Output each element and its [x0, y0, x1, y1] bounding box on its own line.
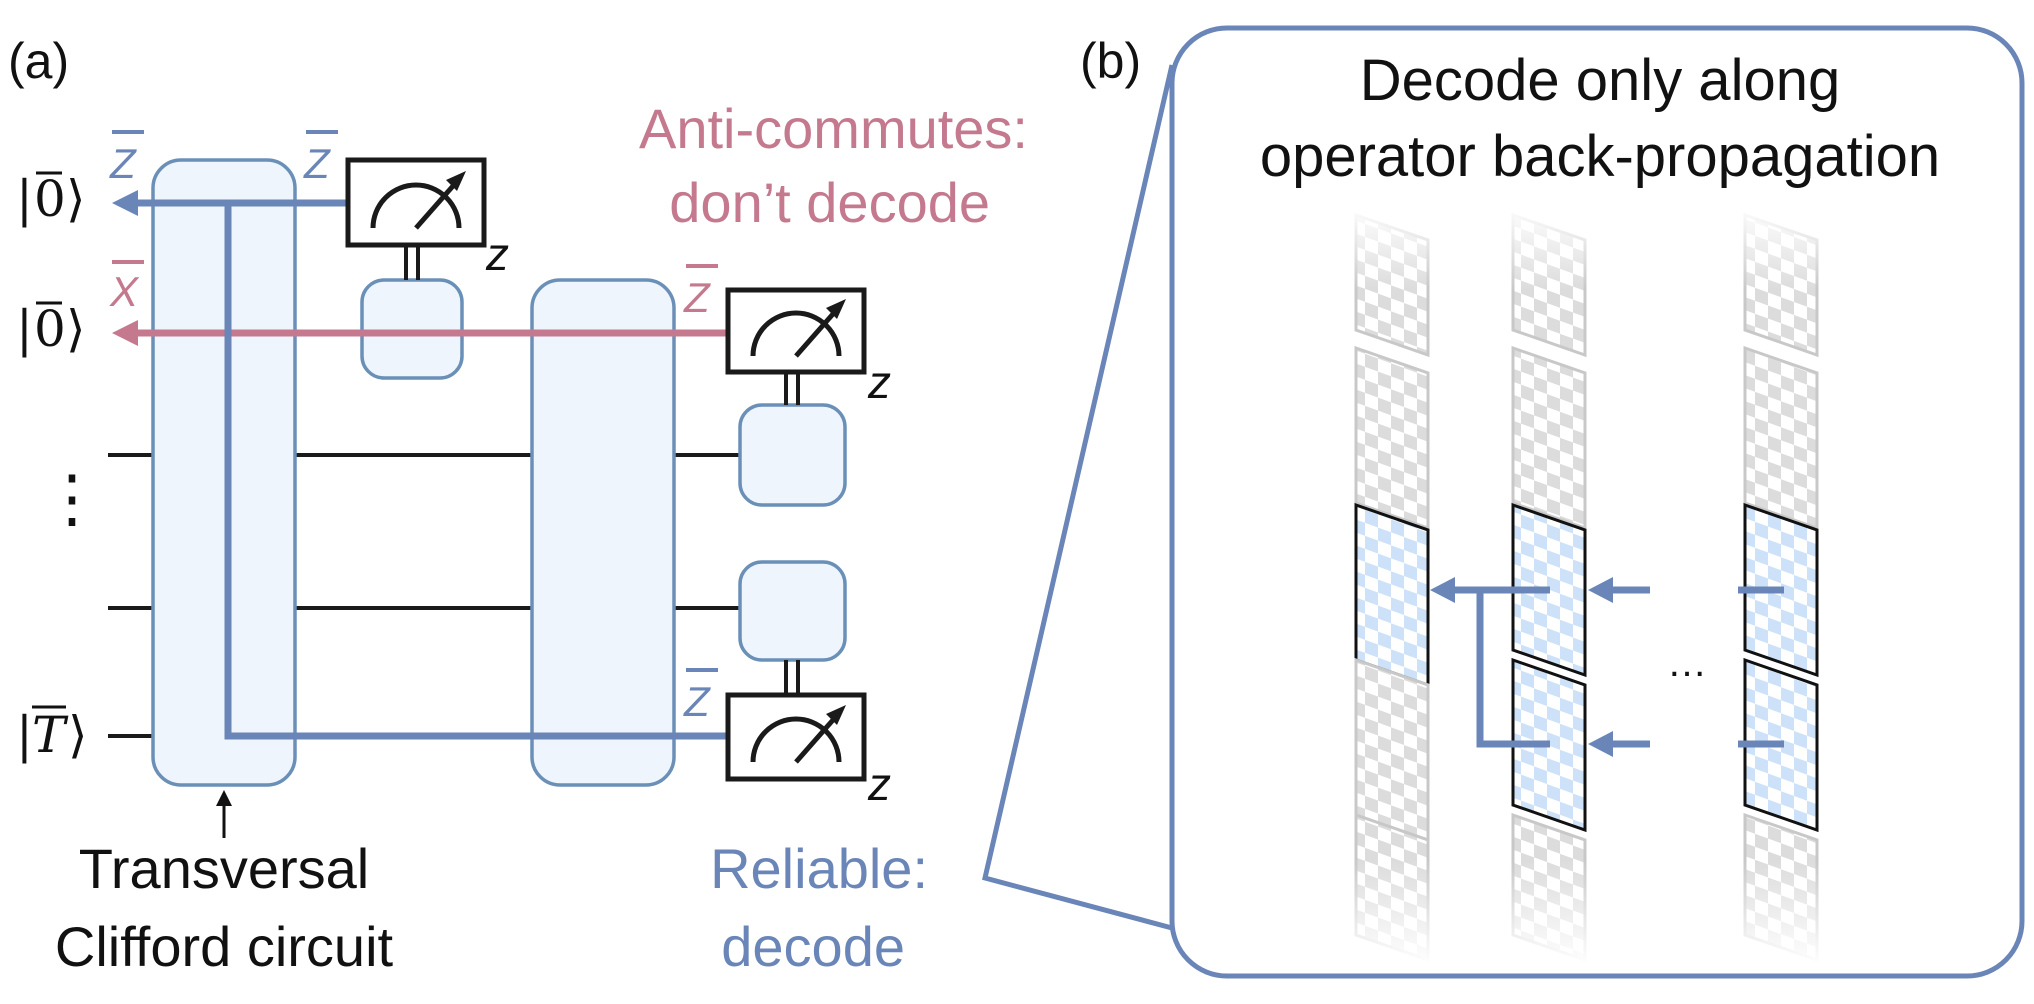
meter-arc-icon [370, 182, 462, 229]
transversal-line-1: Transversal [79, 837, 369, 900]
blue-arrow-head [112, 190, 138, 216]
op-z-bottom-meas-text: Z [683, 678, 711, 725]
feedforward-gate-2 [738, 403, 847, 507]
panel-b: (b) Decode only along operator back-prop… [982, 25, 2025, 979]
meter-arc-icon [750, 716, 842, 763]
op-label-z-bottom-meas: Z [683, 668, 718, 725]
measurement-box-3 [725, 692, 867, 782]
zoom-callout-lines [982, 64, 1175, 931]
transversal-line-2: Clifford circuit [55, 915, 394, 978]
anti-commutes-line-2: don’t decode [669, 171, 990, 234]
meas-basis-3: z [867, 758, 891, 810]
inactive-slice [1511, 345, 1587, 531]
op-label-z-left: Z [109, 130, 144, 187]
ket-0-top: | 0 ⟩ [16, 170, 86, 228]
feedforward-gate-3 [738, 560, 847, 662]
reliable-line-1: Reliable: [710, 837, 928, 900]
ket-0-second-left: | [16, 300, 33, 358]
ket-0-second: | 0 ⟩ [16, 300, 86, 358]
meter-needle-tip-icon [826, 705, 846, 725]
transversal-gate-right [530, 278, 676, 787]
branch-path [1476, 586, 1550, 748]
ket-0-second-sym: 0 [34, 300, 66, 358]
ket-t-sym: T [32, 706, 69, 764]
panel-b-label: (b) [1080, 33, 1141, 89]
panel-b-title-line-1: Decode only along [1360, 48, 1840, 113]
anti-commutes-line-1: Anti-commutes: [639, 97, 1028, 160]
slice-column-1 [1354, 212, 1430, 963]
op-z-left-text: Z [109, 140, 137, 187]
ket-0-second-right: ⟩ [66, 300, 86, 358]
measurement-box-2 [725, 287, 867, 375]
panel-b-title-line-2: operator back-propagation [1260, 124, 1940, 189]
arrow-head-icon [1588, 577, 1613, 603]
panel-a-label: (a) [8, 33, 69, 89]
ket-0-top-left: | [16, 170, 33, 228]
reliable-line-2: decode [721, 915, 905, 978]
op-label-z-second-meas: Z [683, 264, 718, 321]
ket-0-top-sym: 0 [34, 170, 66, 228]
op-z-second-meas-text: Z [683, 274, 711, 321]
transversal-gate-left [151, 158, 297, 787]
inactive-slice [1743, 345, 1819, 531]
vertical-ellipsis: ⋮ [40, 462, 104, 534]
measurement-box-1 [345, 157, 487, 248]
op-label-x-left: X [109, 260, 144, 315]
meas-basis-1: z [485, 228, 509, 280]
op-z-right-text: Z [303, 140, 331, 187]
classical-wires [404, 245, 800, 695]
active-slice [1354, 502, 1430, 688]
op-x-left-text: X [109, 268, 140, 315]
inactive-slice [1354, 657, 1430, 843]
op-label-z-right: Z [303, 130, 338, 187]
meter-arc-icon [750, 310, 842, 357]
horizontal-ellipsis: … [1667, 641, 1707, 685]
reliable-operator-path [224, 199, 728, 740]
fade-top-overlay [1330, 205, 1850, 290]
pink-arrow-head [112, 320, 138, 346]
ket-t-left: | [16, 706, 33, 764]
meas-basis-2: z [867, 356, 891, 408]
inactive-slice [1354, 345, 1430, 531]
back-propagation-arrows [1430, 577, 1784, 757]
meter-needle-tip-icon [446, 171, 466, 191]
ket-t: | T ⟩ [16, 705, 88, 764]
feedforward-gate-1 [360, 278, 464, 380]
panel-a: (a) | 0 ⟩ | 0 ⟩ | T ⟩ ⋮ [8, 33, 1028, 978]
meter-needle-tip-icon [826, 299, 846, 319]
arrow-head-icon [1588, 731, 1613, 757]
arrow-head-icon [1430, 577, 1455, 603]
ket-t-right: ⟩ [68, 706, 88, 764]
transversal-pointer-arrow-icon [216, 790, 232, 806]
fade-bottom-overlay [1330, 860, 1850, 965]
ket-0-top-right: ⟩ [66, 170, 86, 228]
